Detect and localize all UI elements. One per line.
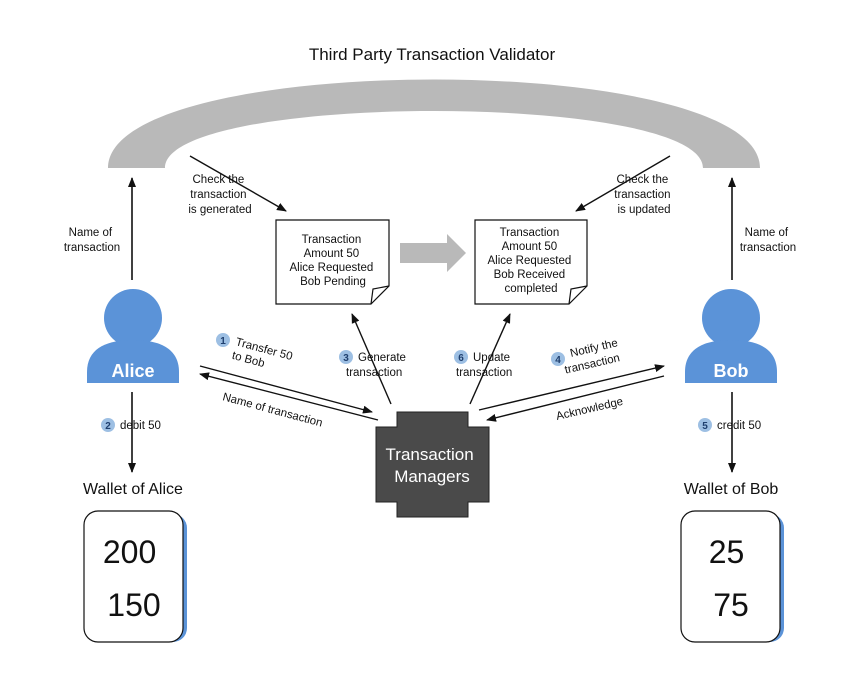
alice-wallet-card: 200 150 bbox=[83, 510, 187, 643]
svg-text:4: 4 bbox=[555, 355, 561, 366]
svg-text:5: 5 bbox=[702, 421, 708, 432]
svg-text:3: 3 bbox=[343, 353, 349, 364]
alice-name-of-transaction-label: Name of transaction bbox=[64, 227, 120, 254]
generate-label: Generate transaction bbox=[346, 352, 409, 379]
svg-text:6: 6 bbox=[458, 353, 464, 364]
step-1-badge: 1 bbox=[216, 333, 230, 347]
pending-transaction-document: Transaction Amount 50 Alice Requested Bo… bbox=[275, 219, 390, 305]
bob-name-of-transaction-label: Name of transaction bbox=[740, 227, 796, 254]
diagram-title: Third Party Transaction Validator bbox=[309, 45, 556, 64]
name-of-transaction-return-arrow bbox=[199, 372, 379, 421]
bob-person-icon: Bob bbox=[685, 289, 777, 383]
status-change-arrow bbox=[400, 234, 466, 272]
completed-document-text: Transaction Amount 50 Alice Requested Bo… bbox=[488, 227, 575, 295]
step-5-badge: 5 bbox=[698, 418, 712, 432]
step-4-badge: 4 bbox=[551, 352, 565, 366]
transaction-managers-box: Transaction Managers bbox=[375, 411, 490, 518]
validator-arch bbox=[108, 79, 760, 168]
alice-wallet-values: 200 150 bbox=[103, 534, 165, 623]
alice-name: Alice bbox=[111, 361, 154, 381]
credit-label: credit 50 bbox=[717, 420, 761, 432]
step-3-badge: 3 bbox=[339, 350, 353, 364]
transaction-managers-label: Transaction Managers bbox=[386, 445, 479, 486]
check-generated-arrow bbox=[189, 155, 287, 212]
bob-wallet-values: 25 75 bbox=[709, 534, 753, 623]
bob-wallet-card: 25 75 bbox=[680, 510, 784, 643]
svg-text:2: 2 bbox=[105, 421, 111, 432]
generate-arrow bbox=[351, 313, 392, 405]
transfer-label: Transfer 50 to Bob bbox=[231, 336, 297, 377]
alice-person-icon: Alice bbox=[87, 289, 179, 383]
notify-arrow bbox=[478, 364, 665, 411]
check-updated-label: Check the transaction is updated bbox=[614, 174, 673, 216]
update-label: Update transaction bbox=[456, 352, 513, 379]
svg-text:1: 1 bbox=[220, 336, 226, 347]
pending-document-text: Transaction Amount 50 Alice Requested Bo… bbox=[290, 234, 377, 288]
acknowledge-arrow bbox=[486, 375, 665, 422]
debit-label: debit 50 bbox=[120, 420, 161, 432]
step-2-badge: 2 bbox=[101, 418, 115, 432]
step-6-badge: 6 bbox=[454, 350, 468, 364]
bob-wallet-title: Wallet of Bob bbox=[684, 481, 779, 498]
check-updated-arrow bbox=[575, 155, 671, 212]
transfer-arrow bbox=[199, 365, 373, 414]
update-arrow bbox=[469, 313, 511, 405]
name-of-transaction-return-label: Name of transaction bbox=[221, 391, 324, 429]
notify-label: Notify the transaction bbox=[560, 337, 625, 377]
check-generated-label: Check the transaction is generated bbox=[188, 174, 251, 216]
bob-name: Bob bbox=[714, 361, 749, 381]
alice-wallet-title: Wallet of Alice bbox=[83, 481, 183, 498]
completed-transaction-document: Transaction Amount 50 Alice Requested Bo… bbox=[474, 219, 588, 305]
